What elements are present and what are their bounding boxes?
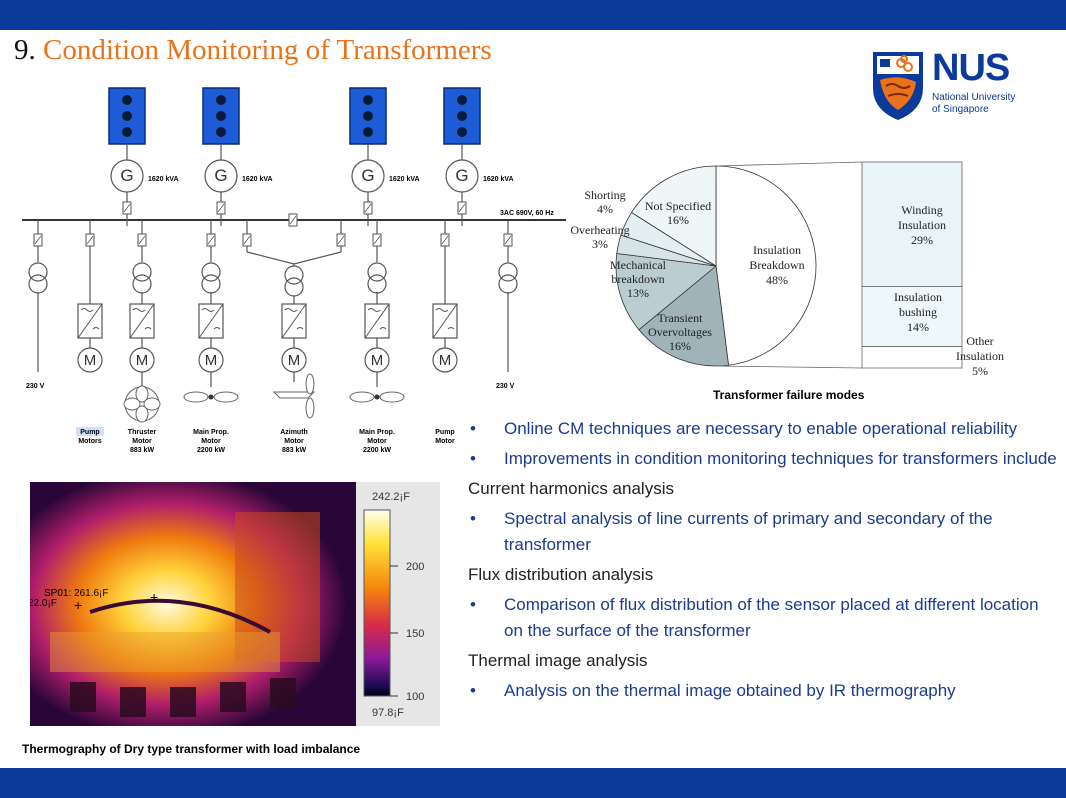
load-1-line2: Motors — [78, 438, 101, 445]
slice-value-shorting: 4% — [597, 202, 613, 216]
breakdown-segment-winding-insulation — [861, 161, 963, 287]
top-bar — [0, 0, 1066, 30]
generator-3 — [350, 88, 386, 226]
generator-4 — [444, 88, 480, 226]
nus-crest-icon — [873, 52, 923, 120]
section-heading: Flux distribution analysis — [468, 565, 654, 584]
thermo-tick-150: 150 — [406, 628, 424, 640]
load-4-line1: Azimuth — [280, 429, 308, 436]
bullet-icon: • — [470, 449, 476, 468]
breakdown-value-bushing: 14% — [907, 320, 929, 334]
load-6-line1: Pump — [435, 429, 454, 436]
breakdown-segment-other-insulation — [861, 346, 963, 369]
load-2-line2: Motor — [132, 438, 152, 445]
gen-rating-2: 1620 kVA — [242, 176, 273, 183]
bullet-icon: • — [470, 419, 476, 438]
pie-slices — [615, 165, 817, 367]
generator-1 — [109, 88, 145, 226]
load-5-line3: 2200 kW — [363, 447, 391, 454]
thermo-caption: Thermography of Dry type transformer wit… — [22, 742, 361, 756]
content-text: •Online CM techniques are necessary to e… — [468, 416, 1058, 704]
bus-label: 3AC 690V, 60 Hz — [500, 210, 554, 217]
bottom-bar — [0, 768, 1066, 798]
load-1-line1: Pump — [80, 429, 99, 436]
gen-rating-3: 1620 kVA — [389, 176, 420, 183]
load-5-line2: Motor — [367, 438, 387, 445]
thermo-tick-100: 100 — [406, 691, 424, 703]
thermo-scale-min: 97.8¡F — [372, 707, 404, 719]
load-4-line3: 883 kW — [282, 447, 307, 454]
logo-subtitle: National University of Singapore — [932, 92, 1016, 115]
slice-value-insulation-breakdown: 48% — [766, 273, 788, 287]
bullet-item: •Comparison of flux distribution of the … — [468, 592, 1058, 644]
crosshair-icon: + — [150, 589, 158, 605]
load-3-line3: 2200 kW — [197, 447, 225, 454]
load-3-line1: Main Prop. — [193, 429, 229, 436]
slice-value-overheating: 3% — [592, 237, 608, 251]
breakdown-value-other: 5% — [972, 364, 988, 378]
slice-value-mechanical-breakdown: 13% — [627, 286, 649, 300]
pie-slice-insulation-breakdown — [715, 165, 817, 366]
slice-value-not-specified: 16% — [667, 213, 689, 227]
connector-line — [715, 365, 863, 369]
connector-line — [715, 161, 863, 167]
thermal-image: 22.0¡F SP01: 261.6¡F + + 242.2¡F 200 150… — [30, 482, 440, 726]
breakdown-value-winding: 29% — [911, 233, 933, 247]
bullet-icon: • — [470, 595, 476, 614]
breakdown-bar — [715, 161, 963, 369]
pie-slice-not-specified — [631, 165, 717, 267]
nus-logo: NUS National University of Singapore — [870, 47, 1030, 122]
thermo-scale-max: 242.2¡F — [372, 491, 410, 503]
section-heading: Current harmonics analysis — [468, 479, 674, 498]
crosshair-icon: + — [74, 597, 82, 613]
bullet-icon: • — [470, 681, 476, 700]
load-3-line2: Motor — [201, 438, 221, 445]
power-system-diagram: M G 1620 — [22, 82, 566, 454]
section-heading: Thermal image analysis — [468, 651, 648, 670]
thermo-left-label: 22.0¡F — [30, 598, 57, 609]
thermo-tick-200: 200 — [406, 561, 424, 573]
gen-rating-1: 1620 kVA — [148, 176, 179, 183]
bullet-item: •Improvements in condition monitoring te… — [468, 446, 1058, 472]
generator-2 — [203, 88, 239, 226]
bullet-item: •Analysis on the thermal image obtained … — [468, 678, 1058, 704]
slide-title-text: Condition Monitoring of Transformers — [43, 34, 492, 66]
left-voltage-label: 230 V — [26, 383, 45, 390]
pie-caption: Transformer failure modes — [713, 388, 865, 402]
thermo-spot-label: SP01: 261.6¡F — [44, 588, 108, 599]
load-5-line1: Main Prop. — [359, 429, 395, 436]
bullet-item: •Spectral analysis of line currents of p… — [468, 506, 1058, 558]
breakdown-segment-insulation-bushing — [861, 286, 963, 347]
pie-slice-mechanical-breakdown — [615, 253, 717, 331]
load-4-line2: Motor — [284, 438, 304, 445]
bullet-item: •Online CM techniques are necessary to e… — [468, 416, 1058, 442]
logo-wordmark: NUS — [932, 47, 1010, 89]
slice-value-transient-overvoltages: 16% — [669, 339, 691, 353]
load-6-line2: Motor — [435, 438, 455, 445]
load-2-line1: Thruster — [128, 429, 157, 436]
slide-title: 9. Condition Monitoring of Transformers — [14, 34, 492, 67]
slide-number: 9. — [14, 34, 36, 66]
load-2-line3: 883 kW — [130, 447, 155, 454]
right-voltage-label: 230 V — [496, 383, 515, 390]
gen-rating-4: 1620 kVA — [483, 176, 514, 183]
bullet-icon: • — [470, 509, 476, 528]
